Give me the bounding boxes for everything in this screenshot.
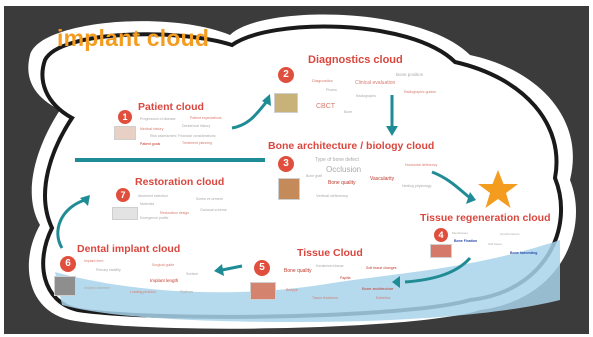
tissue-regeneration-word: Bone harvesting [510, 251, 538, 255]
diagnostics-thumbnail [274, 93, 298, 113]
tissue-regeneration-word: Membranes [452, 231, 468, 235]
patient-word: Patient expectations [190, 116, 222, 120]
restoration-word: Restoration design [160, 211, 190, 215]
node-6-number: 6 [60, 256, 76, 272]
tissue-word: Esthetics [376, 296, 391, 300]
page-title: implant cloud [57, 25, 210, 51]
tissue-word: Bone architecture [362, 286, 394, 291]
node-2-number: 2 [278, 67, 294, 83]
node-5-number: 5 [254, 260, 270, 276]
water-area [55, 240, 560, 322]
restoration-word: Occlusal scheme [200, 208, 227, 212]
dental-implant-word: Implant diameter [84, 286, 111, 290]
dental-implant-word: Surgical guide [152, 263, 175, 267]
restoration-word: Screw vs cement [196, 197, 223, 201]
tissue-regeneration-cloud-title: Tissue regeneration cloud [420, 212, 551, 224]
bone-cloud-title: Bone architecture / biology cloud [268, 140, 435, 152]
patient-cloud-title: Patient cloud [138, 101, 204, 113]
restoration-thumbnail [112, 207, 138, 220]
patient-word: Medical history [140, 127, 164, 131]
patient-word: Progression of disease [140, 117, 176, 121]
tissue-regeneration-word: Soft tissue [488, 242, 503, 246]
arrow-head-6-7 [80, 195, 90, 206]
tissue-cloud-title: Tissue Cloud [297, 247, 363, 259]
patient-word: Risk assessment [150, 134, 177, 138]
tissue-word: Papilla [340, 276, 351, 280]
tissue-regeneration-word: Bone Fixation [454, 239, 478, 243]
diagnostics-cloud-title: Diagnostics cloud [308, 54, 403, 66]
node-7-number: 7 [116, 188, 130, 202]
tissue-thumbnail [250, 282, 276, 300]
arrow-head-4-5 [392, 276, 400, 288]
bone-word: Type of bone defect [315, 157, 359, 163]
patient-thumbnail [114, 126, 136, 140]
diagnostics-word: Radiographic guides [404, 90, 436, 94]
tissue-regeneration-thumbnail [430, 244, 452, 258]
bone-word: Horizontal deficiency [405, 163, 438, 167]
star-icon [478, 170, 518, 208]
patient-word: Dental/oral history [182, 124, 211, 128]
tissue-word: Keratinized tissue [316, 264, 344, 268]
diagnostics-word: CBCT [316, 103, 336, 110]
bone-word: Bone quality [328, 180, 356, 186]
diagnostics-word: Radiographs [356, 94, 376, 98]
arrow-head-1-2 [262, 94, 271, 106]
node-3-number: 3 [278, 156, 294, 172]
node-1-number: 1 [118, 110, 132, 124]
restoration-word: Materials [140, 202, 155, 206]
bone-word: Vertical deficiency [316, 193, 349, 198]
patient-word: Patient goals [140, 142, 161, 146]
dental-implant-word: Implant length [150, 278, 179, 283]
arrow-3-4 [431, 170, 471, 200]
arrow-head-5-6 [214, 264, 224, 276]
dental-implant-word: Surface [186, 272, 199, 276]
bone-word: Bone graft [306, 174, 323, 178]
bone-word: Vascularity [370, 176, 395, 182]
dental-implant-thumbnail [54, 276, 76, 296]
dental-implant-word: Loading protocol [130, 290, 156, 294]
restoration-word: Emergence profile [140, 216, 169, 220]
diagnostics-word: Clinical evaluation [355, 80, 396, 86]
arrow-head-3-4 [466, 192, 476, 204]
diagnostics-word: Diagnostics [312, 78, 333, 83]
dental-implant-word: Implant form [84, 259, 104, 263]
dental-implant-word: Primary stability [96, 268, 121, 272]
dental-implant-word: Platform [180, 290, 194, 294]
arrow-head-2-3 [386, 126, 398, 136]
node-4-number: 4 [434, 228, 448, 242]
diagnostics-word: Bone [344, 110, 353, 114]
bone-thumbnail [278, 178, 300, 200]
tissue-word: Bone quality [284, 268, 312, 274]
bone-word: Healing physiology [402, 184, 432, 188]
arrow-1-2 [231, 99, 270, 130]
flow-arrows [56, 95, 472, 284]
diagnostics-word: Photos [326, 88, 337, 92]
restoration-word: Abutment selection [138, 194, 168, 198]
patient-word: Treatment planning [182, 141, 213, 145]
tissue-word: Biotype [286, 288, 298, 292]
restoration-cloud-title: Restoration cloud [135, 176, 225, 188]
bone-word: Occlusion [326, 165, 362, 174]
arrow-4-5 [404, 256, 472, 284]
arrow-6-7 [56, 198, 86, 249]
arrow-heads [80, 94, 476, 288]
diagnostics-word: Bone position [396, 72, 424, 77]
tissue-regeneration-word: Growth factors [500, 232, 520, 236]
tissue-word: Soft tissue changes [366, 266, 397, 270]
patient-word: Financial considerations [178, 134, 216, 138]
tissue-word: Tissue thickness [312, 296, 338, 300]
dental-implant-cloud-title: Dental implant cloud [77, 243, 181, 255]
arrow-5-6 [221, 264, 243, 272]
